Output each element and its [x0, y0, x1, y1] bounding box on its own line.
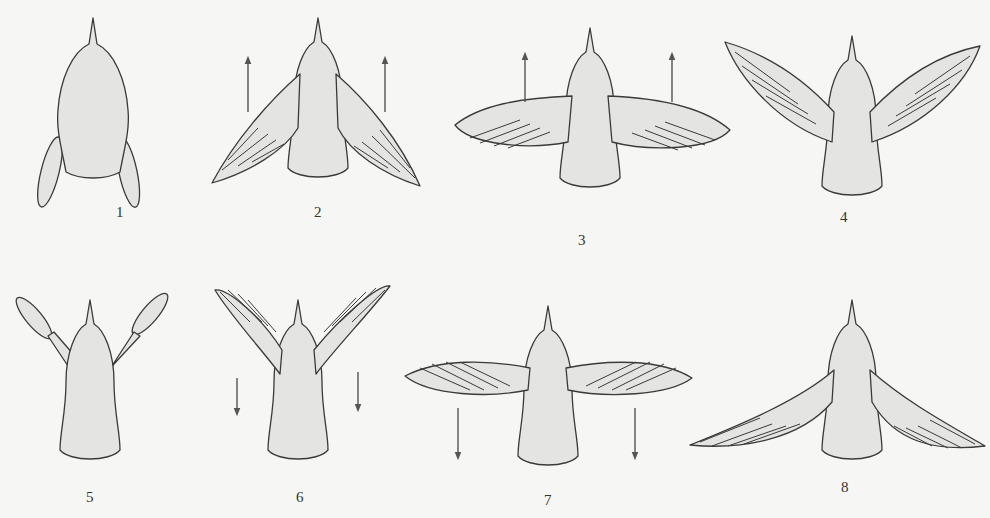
- callout-number: 6: [296, 490, 304, 505]
- motion-arrows: [237, 56, 672, 456]
- callout-number: 8: [841, 480, 849, 495]
- bird-1: [33, 18, 145, 209]
- callout-number: 2: [314, 205, 322, 220]
- bird-3: [455, 28, 730, 187]
- callout-number: 1: [116, 205, 124, 220]
- callout-number: 3: [578, 233, 586, 248]
- bird-2: [212, 18, 420, 186]
- callout-number: 5: [86, 490, 94, 505]
- callout-number: 7: [544, 493, 552, 508]
- bird-5: [11, 289, 173, 459]
- bird-4: [725, 36, 980, 195]
- bird-7: [405, 306, 692, 465]
- bird-8: [690, 300, 985, 459]
- callout-number: 4: [840, 210, 848, 225]
- bird-6: [215, 286, 390, 459]
